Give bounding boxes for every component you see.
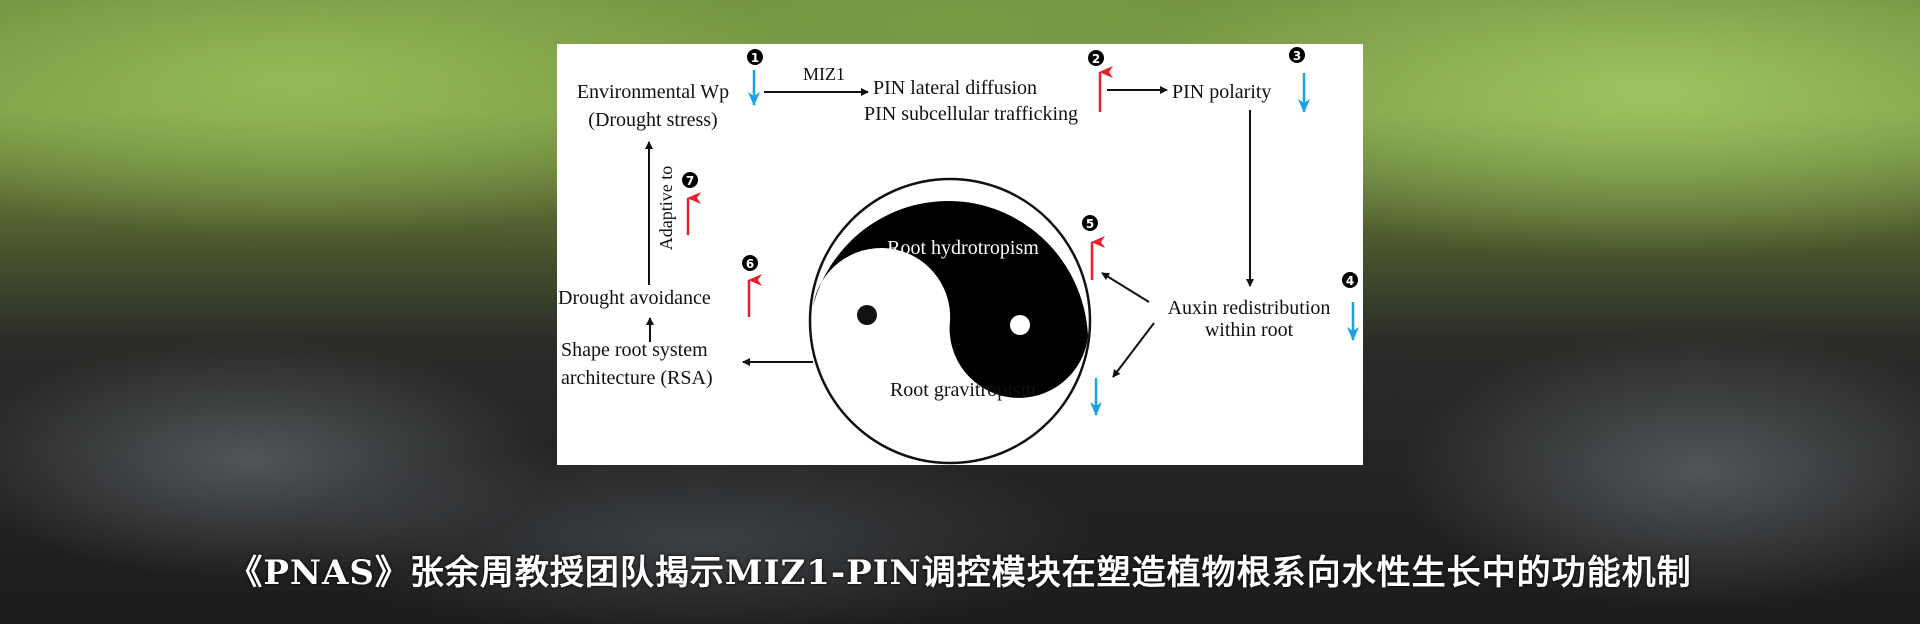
svg-text:4: 4: [1346, 274, 1354, 288]
auxin-redistribution-label: Auxin redistribution: [1168, 297, 1331, 319]
step-badge-7: 7: [682, 172, 698, 188]
step-badge-4: 4: [1342, 272, 1358, 288]
environmental-wp-label: Environmental Wp: [577, 81, 729, 103]
pin-polarity-label: PIN polarity: [1172, 81, 1271, 103]
flow-arrows: [645, 86, 1254, 378]
drought-avoidance-label: Drought avoidance: [558, 287, 711, 309]
mechanism-diagram: Root hydrotropism Root gravitropism Envi…: [557, 44, 1363, 465]
miz1-label: MIZ1: [803, 64, 845, 84]
pin-lateral-diffusion-label: PIN lateral diffusion: [873, 77, 1037, 99]
shape-rsa-label-2: architecture (RSA): [561, 367, 713, 389]
svg-text:3: 3: [1293, 49, 1301, 63]
step-badge-5: 5: [1082, 215, 1098, 231]
svg-text:5: 5: [1086, 217, 1094, 231]
yin-yang-symbol: [808, 177, 1092, 465]
step-badge-6: 6: [742, 255, 758, 271]
step-badge-2: 2: [1088, 50, 1104, 66]
step-badge-1: 1: [747, 49, 763, 65]
step-badge-3: 3: [1289, 47, 1305, 63]
step-badges: 1 2 3 4 5 6 7: [682, 47, 1358, 288]
root-gravitropism-label: Root gravitropism: [890, 379, 1037, 401]
svg-text:1: 1: [751, 51, 759, 65]
pin-trafficking-label: PIN subcellular trafficking: [864, 103, 1078, 125]
svg-text:7: 7: [686, 174, 694, 188]
drought-stress-label: (Drought stress): [588, 109, 717, 131]
root-hydrotropism-label: Root hydrotropism: [887, 237, 1039, 259]
shape-rsa-label-1: Shape root system: [561, 339, 708, 361]
adaptive-to-label: Adaptive to: [656, 166, 676, 250]
within-root-label: within root: [1205, 319, 1294, 341]
svg-text:2: 2: [1092, 52, 1100, 66]
svg-text:6: 6: [746, 257, 754, 271]
regulation-arrows: [686, 66, 1359, 416]
banner-title: 《PNAS》张余周教授团队揭示MIZ1-PIN调控模块在塑造植物根系向水性生长中…: [228, 553, 1692, 593]
